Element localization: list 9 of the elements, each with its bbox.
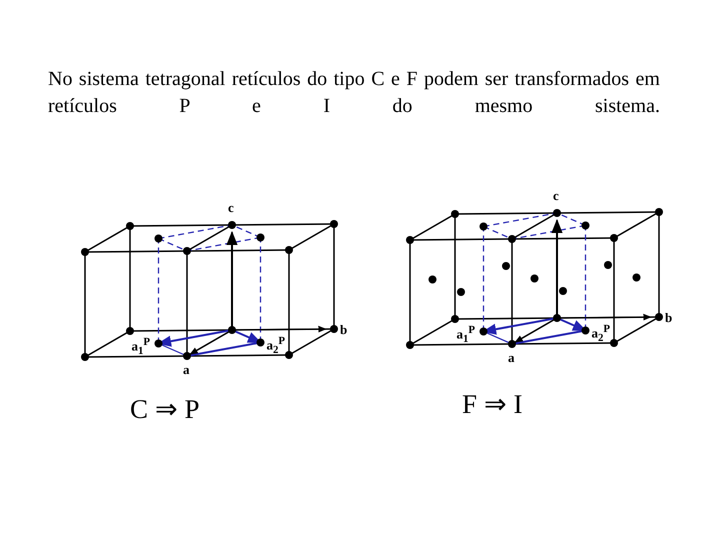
transformation-label: C ⇒ P bbox=[130, 394, 200, 424]
axis-label: c bbox=[553, 189, 559, 202]
transformation-label: F ⇒ I bbox=[462, 389, 523, 419]
axis-label: a bbox=[183, 363, 190, 376]
body-text: No sistema tetragonal retículos do tipo C e F podem ser transformados em retículos P e I do mesmo sistema. bbox=[48, 67, 660, 119]
axis-label: a bbox=[508, 351, 514, 364]
axis-label: b bbox=[665, 311, 672, 324]
axis-label: c bbox=[228, 201, 234, 214]
axis-label: b bbox=[340, 323, 348, 336]
